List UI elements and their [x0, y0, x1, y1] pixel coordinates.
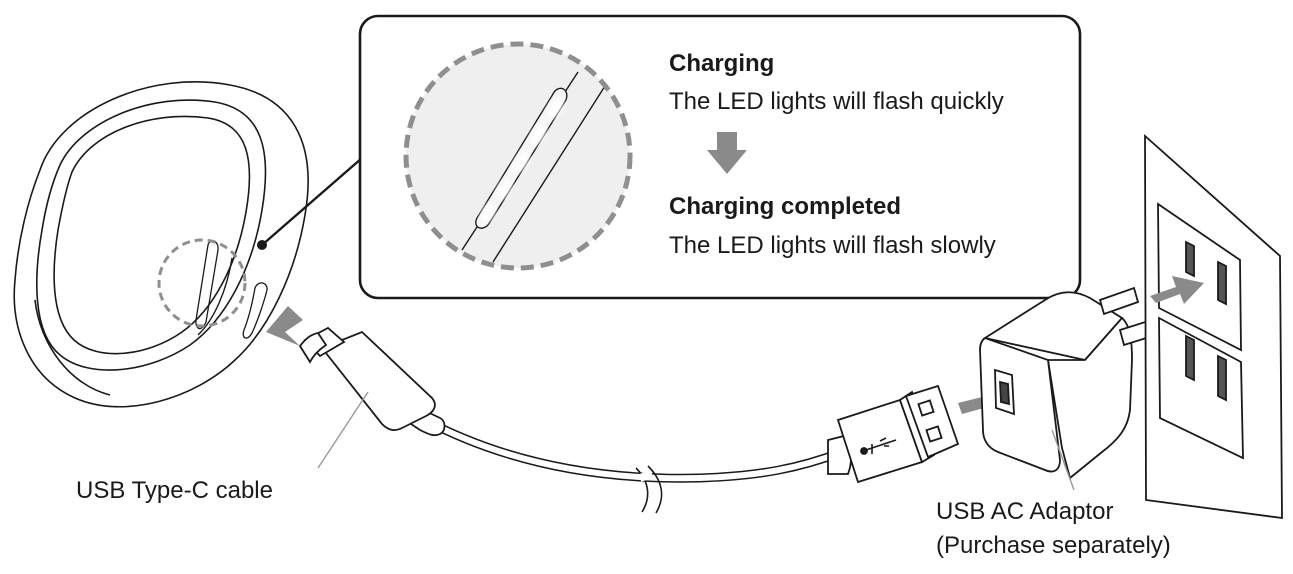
arrow-down-icon [707, 132, 747, 174]
charging-description: The LED lights will flash quickly [669, 88, 1004, 115]
pointer-line [261, 157, 363, 246]
charging-case [13, 81, 309, 408]
cable-label: USB Type-C cable [76, 477, 273, 504]
led-zoom-view [403, 41, 633, 271]
usb-icon [865, 437, 897, 454]
charging-completed-title: Charging completed [669, 193, 902, 220]
usb-a-plug [827, 384, 960, 484]
zoom-dashed-circle [403, 41, 633, 271]
ac-adaptor [979, 286, 1164, 491]
wall-outlet [1144, 133, 1283, 520]
adaptor-note: (Purchase separately) [936, 532, 1171, 559]
led-lights [480, 97, 564, 223]
arrow-right-icon [266, 306, 303, 346]
adaptor-label: USB AC Adaptor [936, 498, 1114, 525]
usb-cable [422, 416, 844, 514]
arrow-right-icon [1150, 276, 1204, 304]
led-highlight-circle [157, 238, 247, 328]
usb-c-plug [298, 326, 446, 469]
charging-title: Charging [669, 50, 775, 77]
charging-completed-description: The LED lights will flash slowly [669, 232, 996, 259]
